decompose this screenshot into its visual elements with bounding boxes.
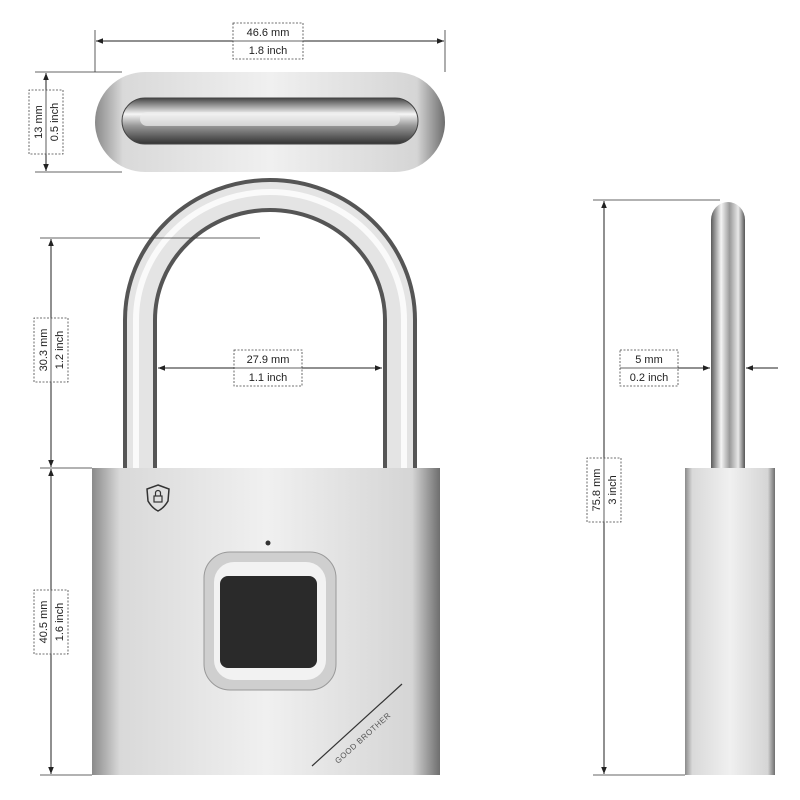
shield-lock-icon bbox=[146, 484, 170, 512]
dimension-top-depth: 13 mm 0.5 inch bbox=[28, 71, 122, 173]
dimension-total-height: 75.8 mm 3 inch bbox=[586, 199, 720, 776]
top-depth-inch: 0.5 inch bbox=[49, 103, 61, 142]
shackle-height-mm: 30.3 mm bbox=[38, 329, 50, 372]
dimension-body-height: 40.5 mm 1.6 inch bbox=[33, 469, 92, 776]
thickness-inch: 0.2 inch bbox=[630, 372, 669, 384]
top-depth-mm: 13 mm bbox=[33, 105, 45, 139]
shackle-height-inch: 1.2 inch bbox=[54, 331, 66, 370]
total-height-inch: 3 inch bbox=[607, 475, 619, 504]
body-height-inch: 1.6 inch bbox=[54, 603, 66, 642]
indicator-dot bbox=[265, 540, 271, 546]
body-height-mm: 40.5 mm bbox=[38, 601, 50, 644]
inner-width-inch: 1.1 inch bbox=[249, 372, 288, 384]
dimension-shackle-inner-width: 27.9 mm 1.1 inch bbox=[158, 349, 382, 387]
front-view: GOOD BROTHER bbox=[92, 178, 440, 775]
dimension-top-width: 46.6 mm 1.8 inch bbox=[94, 22, 446, 72]
total-height-mm: 75.8 mm bbox=[591, 469, 603, 512]
inner-width-mm: 27.9 mm bbox=[247, 354, 290, 366]
dimension-shackle-height: 30.3 mm 1.2 inch bbox=[33, 237, 260, 469]
top-view bbox=[95, 72, 445, 172]
fingerprint-sensor[interactable] bbox=[220, 576, 317, 668]
top-width-inch: 1.8 inch bbox=[249, 45, 288, 57]
thickness-mm: 5 mm bbox=[635, 354, 663, 366]
side-view bbox=[685, 202, 775, 775]
dimension-shackle-thickness: 5 mm 0.2 inch bbox=[619, 349, 778, 387]
top-width-mm: 46.6 mm bbox=[247, 27, 290, 39]
